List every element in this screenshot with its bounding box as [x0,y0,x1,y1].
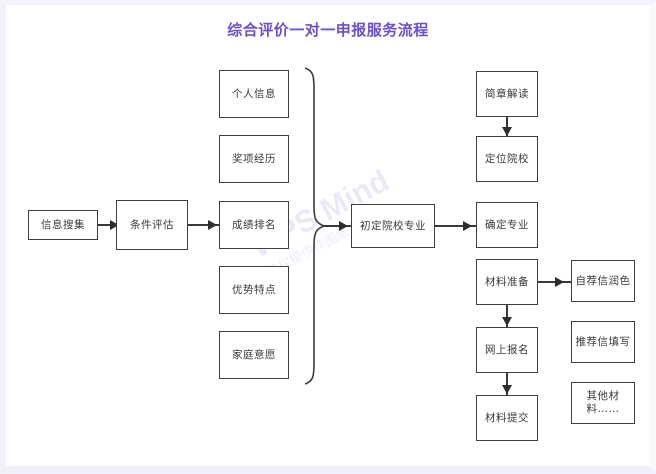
node-prospectus-interpretation[interactable]: 简章解读 [476,71,538,117]
node-online-registration[interactable]: 网上报名 [476,327,538,373]
node-preliminary-school-major[interactable]: 初定院校专业 [351,204,435,248]
arrowhead-preliminary-to-confirm-major [463,221,472,231]
arrowhead-registration-to-submission [502,385,512,394]
node-label: 奖项经历 [232,152,276,165]
node-label: 确定专业 [485,218,529,231]
node-label: 推荐信填写 [575,335,631,348]
node-label: 家庭意愿 [232,348,276,361]
node-condition-evaluation[interactable]: 条件评估 [116,200,188,250]
arrowhead-preparation-to-online-registration [502,317,512,326]
node-strengths[interactable]: 优势特点 [219,266,289,314]
node-information-gathering[interactable]: 信息搜集 [28,210,98,240]
node-label: 条件评估 [130,218,174,231]
arrowhead-evaluation-to-criteria [208,220,217,230]
arrowhead-gathering-to-evaluation [110,220,119,230]
node-label: 其他材料…… [586,390,620,415]
node-personal-info[interactable]: 个人信息 [219,70,289,118]
node-material-preparation[interactable]: 材料准备 [476,259,538,305]
connector-preparation-to-online-registration [506,305,508,327]
node-label: 定位院校 [485,152,529,165]
node-label: 成绩排名 [232,218,276,231]
node-other-materials[interactable]: 其他材料…… [571,382,635,424]
node-label: 网上报名 [485,343,529,356]
node-label: 材料提交 [485,411,529,424]
node-label: 简章解读 [485,87,529,100]
node-label: 材料准备 [485,275,529,288]
connector-evaluation-to-criteria [188,224,220,226]
connector-preliminary-to-confirm-major [435,225,477,227]
node-recommendation-letter[interactable]: 推荐信填写 [571,321,635,363]
page-title: 综合评价一对一申报服务流程 [227,21,429,39]
node-school-positioning[interactable]: 定位院校 [476,136,538,182]
node-label: 初定院校专业 [360,219,426,232]
arrowhead-criteria-to-preliminary [339,221,348,231]
node-award-history[interactable]: 奖项经历 [219,135,289,183]
arrowhead-preparation-to-self-recommendation [555,277,564,287]
node-label: 优势特点 [232,283,276,296]
node-family-preference[interactable]: 家庭意愿 [219,331,289,379]
node-label: 信息搜集 [41,218,85,231]
arrowhead-prospectus-to-positioning [502,127,512,136]
node-label: 自荐信润色 [575,274,631,287]
connector-registration-to-submission [506,373,508,395]
node-self-recommendation-letter[interactable]: 自荐信润色 [571,260,635,302]
node-confirm-major[interactable]: 确定专业 [476,202,538,248]
node-grade-ranking[interactable]: 成绩排名 [219,201,289,249]
connector-criteria-to-preliminary [324,225,352,227]
node-label: 个人信息 [232,87,276,100]
node-material-submission[interactable]: 材料提交 [476,395,538,441]
